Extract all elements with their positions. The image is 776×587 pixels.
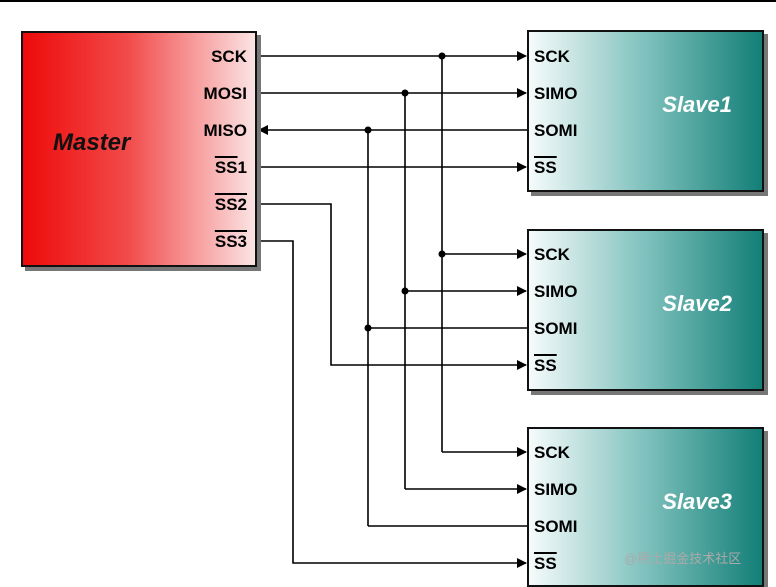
slave1-pin-simo: SIMO [534, 84, 578, 103]
slave3-pin-somi: SOMI [534, 517, 578, 536]
master-pin-sck: SCK [211, 47, 247, 66]
slave1-box: Slave1 SCK SIMO SOMI SS [527, 30, 764, 192]
master-pin-ss2: SS2 [214, 195, 247, 214]
slave1-title: Slave1 [662, 92, 732, 117]
slave3-pin-simo: SIMO [534, 480, 578, 499]
slave2-box: Slave2 SCK SIMO SOMI SS [527, 229, 764, 391]
connection-wires [257, 51, 527, 568]
sck-junction-1 [438, 52, 446, 60]
ss3-wire [257, 240, 527, 568]
slave2-title: Slave2 [662, 291, 732, 316]
slave1-pin-somi: SOMI [534, 121, 578, 140]
slave3-pin-ss: SS [534, 554, 557, 573]
slave3-title: Slave3 [662, 489, 732, 514]
slave2-pin-ss: SS [534, 356, 557, 375]
slave2-pin-somi: SOMI [534, 319, 578, 338]
slave2-pin-simo: SIMO [534, 282, 578, 301]
mosi-junction-2 [401, 287, 409, 295]
master-pin-mosi: MOSI [203, 84, 247, 103]
top-border-line [0, 0, 776, 2]
master-pin-miso: MISO [203, 121, 247, 140]
slave3-pin-sck: SCK [534, 443, 570, 462]
master-box: Master SCK MOSI MISO SS1 SS2 SS3 [21, 31, 257, 267]
slave2-pin-sck: SCK [534, 245, 570, 264]
slave1-pin-ss: SS [534, 158, 557, 177]
ss2-wire [257, 203, 527, 370]
miso-junction-1 [364, 126, 372, 134]
watermark-text: @稀土掘金技术社区 [624, 551, 742, 566]
sck-junction-2 [438, 250, 446, 258]
master-pin-ss3: SS3 [214, 232, 247, 251]
master-title: Master [53, 129, 131, 156]
mosi-junction-1 [401, 89, 409, 97]
miso-junction-2 [364, 324, 372, 332]
master-pin-ss1: SS1 [214, 158, 247, 177]
slave1-pin-sck: SCK [534, 47, 570, 66]
slave3-box: Slave3 SCK SIMO SOMI SS [527, 427, 764, 587]
